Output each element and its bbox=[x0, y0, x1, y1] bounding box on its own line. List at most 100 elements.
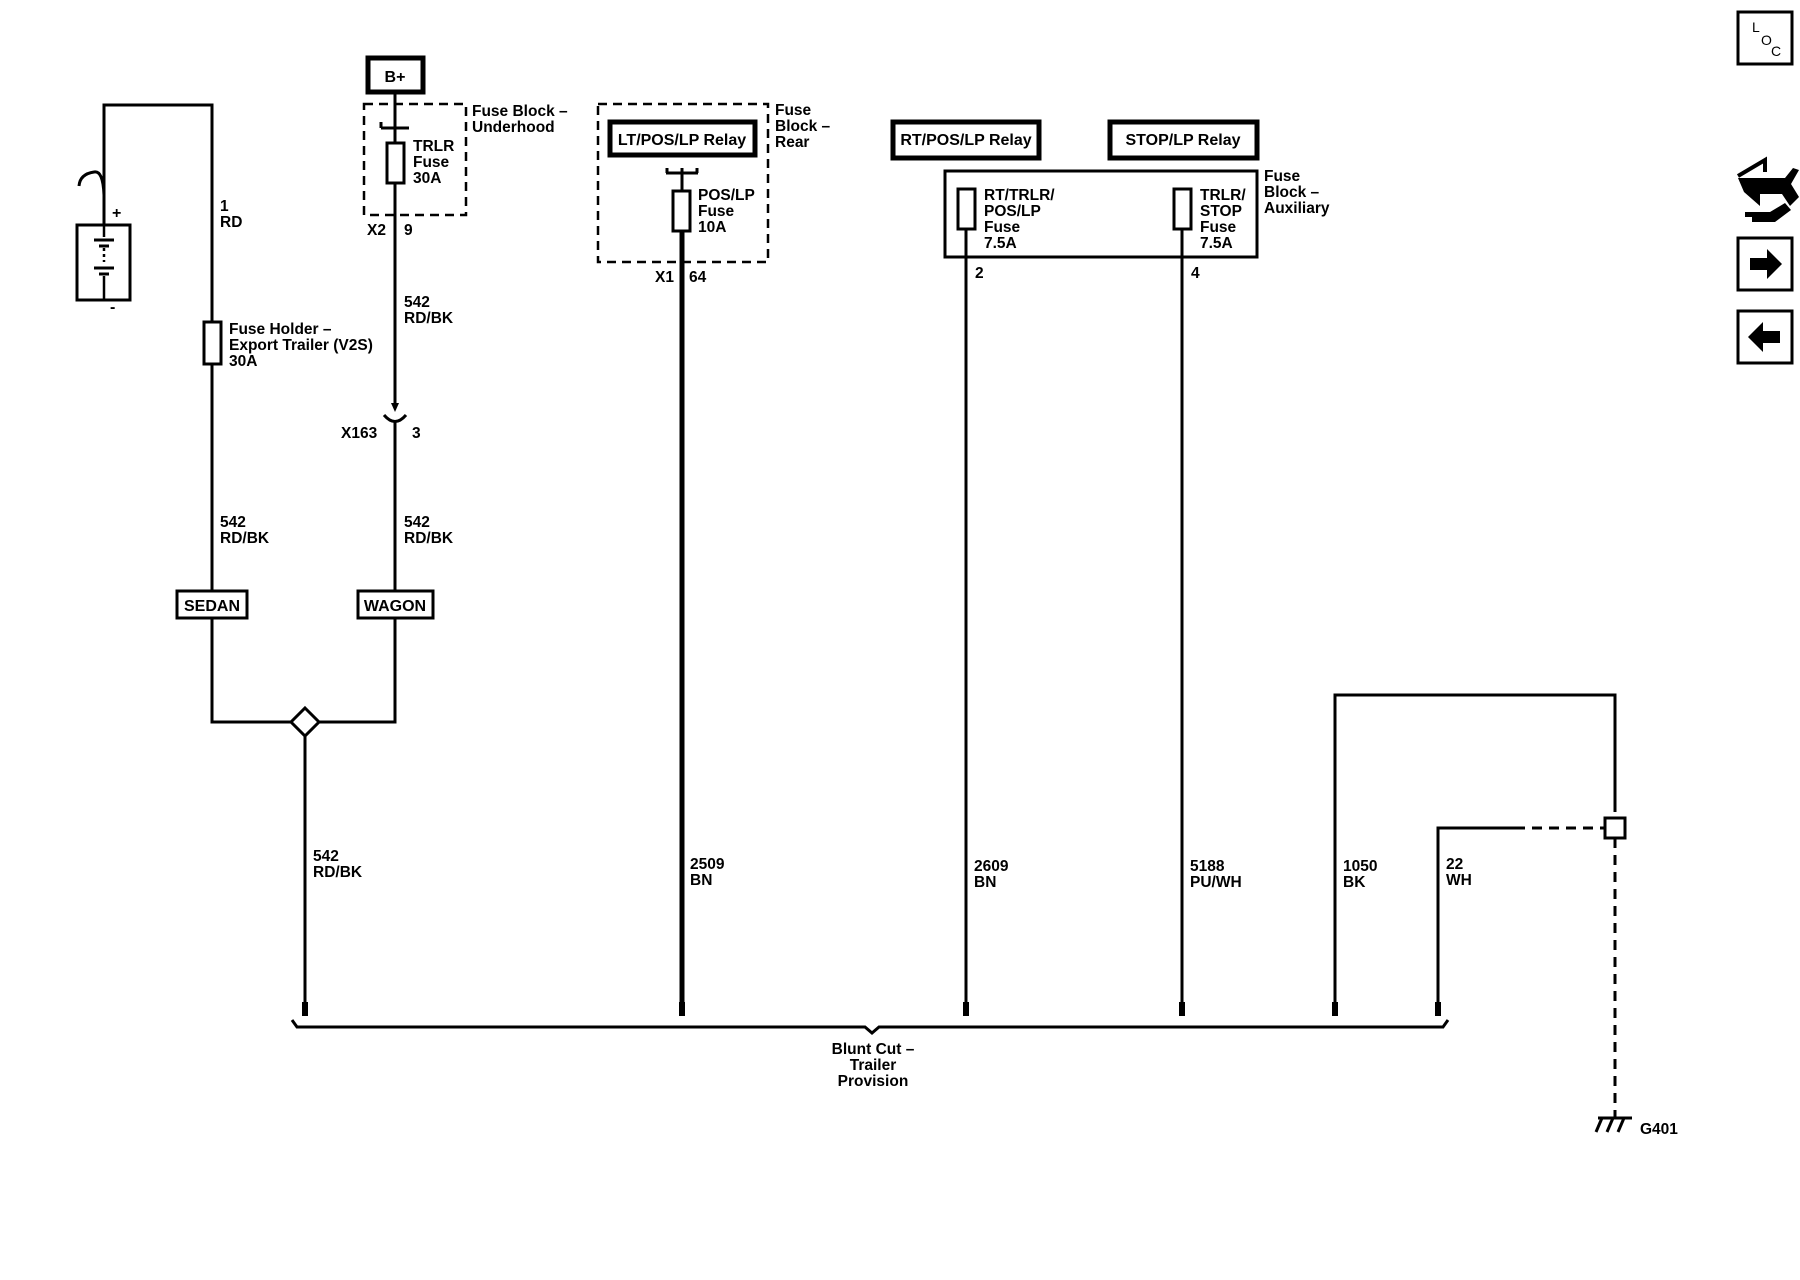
stop-fuse-label-3: Fuse bbox=[1200, 219, 1237, 236]
wire-1-rd bbox=[102, 103, 214, 322]
pin-3: 3 bbox=[412, 425, 421, 442]
fuse-holder-label-3: 30A bbox=[229, 353, 257, 370]
connector-tools-button[interactable] bbox=[1736, 156, 1799, 222]
arrow-right-icon bbox=[1750, 249, 1782, 279]
fuse-block-underhood-label-1: Fuse Block – bbox=[472, 103, 568, 120]
wire-542-d-number: 542 bbox=[313, 848, 339, 865]
battery-plus: + bbox=[112, 205, 121, 222]
ground-connection-block bbox=[1603, 816, 1627, 840]
wire-2509-color: BN bbox=[690, 872, 712, 889]
connector-x1: X1 bbox=[655, 269, 674, 286]
trlr-fuse-label-3: 30A bbox=[413, 170, 441, 187]
wire-5188-color: PU/WH bbox=[1190, 874, 1242, 891]
wire-1-number: 1 bbox=[220, 198, 229, 215]
pin-4: 4 bbox=[1191, 265, 1200, 282]
relay-lt-pos-lp-box bbox=[607, 119, 758, 158]
fuse-block-auxiliary bbox=[943, 169, 1259, 259]
rt-fuse-label-2: POS/LP bbox=[984, 203, 1041, 220]
loc-letter-o: O bbox=[1761, 32, 1772, 48]
wire-542-d-color: RD/BK bbox=[313, 864, 363, 881]
wire-2609-color: BN bbox=[974, 874, 996, 891]
trlr-fuse bbox=[385, 141, 406, 185]
stop-fuse-label-1: TRLR/ bbox=[1200, 187, 1246, 204]
loc-letter-l: L bbox=[1752, 19, 1760, 35]
pin-9: 9 bbox=[404, 222, 413, 239]
trlr-stop-fuse bbox=[1172, 187, 1193, 231]
relay-rt-pos-lp-box bbox=[890, 119, 1042, 161]
option-wagon: WAGON bbox=[364, 598, 426, 615]
battery: + - bbox=[75, 170, 132, 316]
connector-x163-symbol bbox=[382, 403, 408, 423]
wire-1-color: RD bbox=[220, 214, 242, 231]
pos-lp-fuse-label-1: POS/LP bbox=[698, 187, 755, 204]
relay-rt-pos-lp: RT/POS/LP Relay bbox=[900, 132, 1031, 149]
relay-lt-pos-lp: LT/POS/LP Relay bbox=[618, 132, 746, 149]
rt-trlr-pos-lp-fuse bbox=[956, 187, 977, 231]
stop-fuse-label-2: STOP bbox=[1200, 203, 1242, 220]
blunt-cut-bracket bbox=[290, 1019, 1450, 1035]
connector-x2: X2 bbox=[367, 222, 386, 239]
fuse-block-rear-label-1: Fuse bbox=[775, 102, 812, 119]
fuse-block-rear-label-2: Block – bbox=[775, 118, 831, 135]
option-wagon-box bbox=[356, 589, 435, 620]
rt-fuse-label-4: 7.5A bbox=[984, 235, 1017, 252]
fuse-block-aux-label-2: Block – bbox=[1264, 184, 1320, 201]
fuse-block-aux-label-3: Auxiliary bbox=[1264, 200, 1330, 217]
arrow-left-icon bbox=[1748, 322, 1780, 352]
wire-1050-bk bbox=[1333, 693, 1617, 1002]
battery-minus: - bbox=[110, 299, 115, 316]
wire-542-a-color: RD/BK bbox=[404, 310, 454, 327]
fuse-holder-export-trailer bbox=[202, 320, 223, 366]
pin-64: 64 bbox=[689, 269, 707, 286]
next-page-button[interactable] bbox=[1736, 236, 1794, 292]
rt-fuse-label-1: RT/TRLR/ bbox=[984, 187, 1055, 204]
pos-lp-fuse-label-2: Fuse bbox=[698, 203, 735, 220]
wire-22-wh bbox=[1436, 826, 1515, 1002]
relay-contact-symbol bbox=[665, 168, 699, 190]
blunt-cut-label-3: Provision bbox=[838, 1073, 909, 1090]
b-plus-label: B+ bbox=[385, 69, 406, 86]
connector-tools-icon bbox=[1736, 156, 1799, 222]
fuse-block-underhood bbox=[362, 102, 468, 217]
wire-1050-color: BK bbox=[1343, 874, 1366, 891]
stop-fuse-label-4: 7.5A bbox=[1200, 235, 1233, 252]
trlr-fuse-label-1: TRLR bbox=[413, 138, 454, 155]
option-sedan-box bbox=[175, 589, 249, 620]
wire-2509-number: 2509 bbox=[690, 856, 725, 873]
pin-2: 2 bbox=[975, 265, 984, 282]
fuse-block-aux-label-1: Fuse bbox=[1264, 168, 1301, 185]
blunt-cut-label-1: Blunt Cut – bbox=[832, 1041, 915, 1058]
rt-fuse-label-3: Fuse bbox=[984, 219, 1021, 236]
option-sedan: SEDAN bbox=[184, 598, 240, 615]
wire-542-b-number: 542 bbox=[404, 514, 430, 531]
loc-button[interactable]: L O C bbox=[1736, 10, 1794, 66]
fuse-holder-label-1: Fuse Holder – bbox=[229, 321, 332, 338]
wire-542-b-color: RD/BK bbox=[404, 530, 454, 547]
trlr-fuse-label-2: Fuse bbox=[413, 154, 450, 171]
wire-22-number: 22 bbox=[1446, 856, 1463, 873]
fuse-block-underhood-label-2: Underhood bbox=[472, 119, 555, 136]
wire-22-color: WH bbox=[1446, 872, 1472, 889]
wire-542-a-number: 542 bbox=[404, 294, 430, 311]
wire-sedan-to-splice bbox=[210, 618, 292, 724]
fuse-holder-label-2: Export Trailer (V2S) bbox=[229, 337, 373, 354]
fuse-block-rear-label-3: Rear bbox=[775, 134, 809, 151]
loc-letter-c: C bbox=[1771, 43, 1781, 59]
previous-page-button[interactable] bbox=[1736, 309, 1794, 365]
splice-diamond bbox=[288, 705, 322, 739]
wire-1050-number: 1050 bbox=[1343, 858, 1377, 875]
wire-2609-number: 2609 bbox=[974, 858, 1009, 875]
wire-wagon-to-splice bbox=[318, 618, 397, 724]
pos-lp-fuse-label-3: 10A bbox=[698, 219, 726, 236]
wire-542-c-color: RD/BK bbox=[220, 530, 270, 547]
pos-lp-fuse bbox=[671, 189, 692, 233]
wire-542-c-number: 542 bbox=[220, 514, 246, 531]
ground-symbol bbox=[1594, 1116, 1632, 1133]
blunt-cut-label-2: Trailer bbox=[850, 1057, 897, 1074]
relay-stop-lp-box bbox=[1107, 119, 1260, 161]
ground-g401: G401 bbox=[1640, 1121, 1678, 1138]
connector-x163: X163 bbox=[341, 425, 378, 442]
relay-stop-lp: STOP/LP Relay bbox=[1125, 132, 1240, 149]
wire-5188-number: 5188 bbox=[1190, 858, 1225, 875]
